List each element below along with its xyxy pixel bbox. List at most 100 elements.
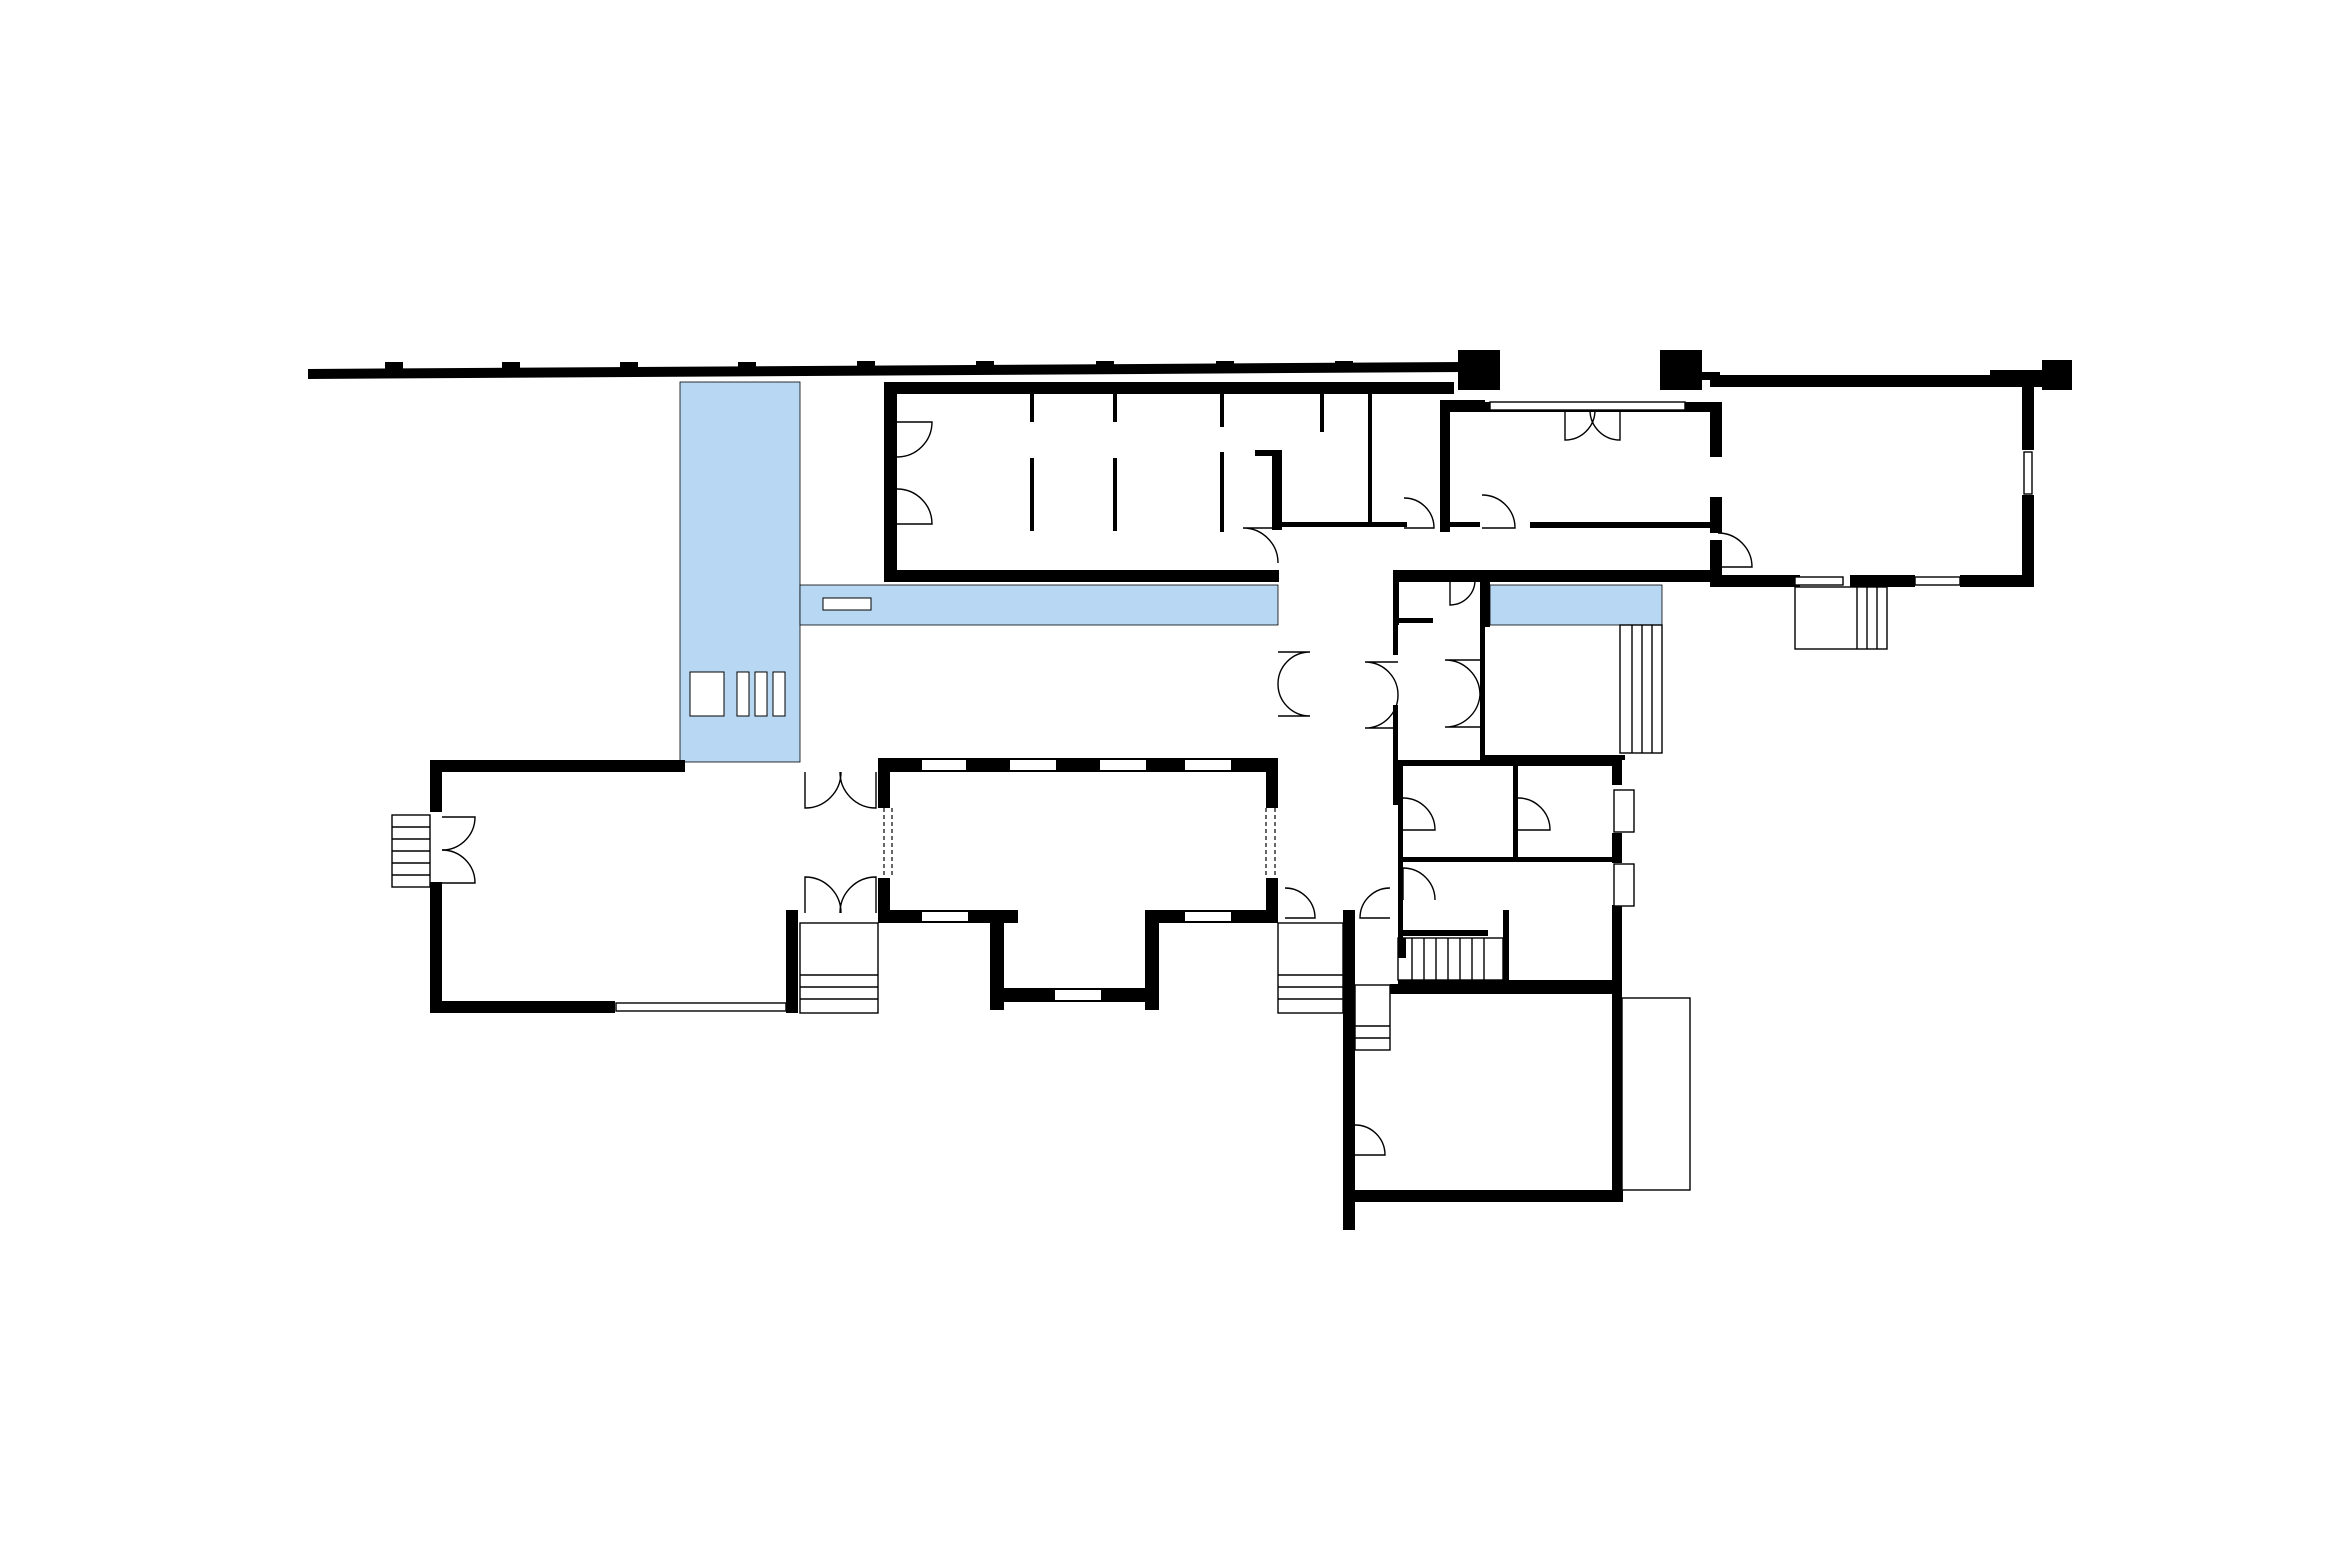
door-swing	[804, 771, 842, 809]
pier	[1458, 350, 1500, 390]
window	[2023, 451, 2033, 495]
far-east-south-wall	[1710, 575, 1800, 587]
partition	[1030, 394, 1034, 422]
window	[1490, 402, 1685, 410]
door-swing	[804, 876, 842, 914]
stairs	[391, 586, 1888, 1191]
internal-wall	[1440, 522, 1480, 527]
door-swing	[1564, 409, 1596, 441]
boundary-post	[502, 362, 520, 370]
windows	[615, 401, 2033, 1190]
boundary-post	[1096, 361, 1114, 369]
window	[616, 1003, 786, 1011]
east-boundary-wall	[1990, 370, 2045, 378]
ne-room-east-wall	[1710, 497, 1722, 533]
far-east-top-wall	[1710, 375, 2050, 387]
west-room-south-wall	[430, 1001, 615, 1013]
ne-room-west-wall	[1440, 402, 1450, 532]
internal-wall	[1470, 570, 1720, 582]
south-entrance-stairs	[799, 922, 879, 1014]
doors	[441, 409, 1753, 1156]
door-swing	[896, 421, 933, 458]
se-room-stairs	[1354, 984, 1391, 1051]
west-room-top-wall	[430, 760, 685, 772]
fixtures	[689, 597, 872, 717]
window	[1613, 789, 1635, 833]
far-east-south-wall	[1960, 575, 2034, 587]
door-swing	[1449, 579, 1476, 606]
door-swing	[441, 816, 476, 851]
pier	[1660, 350, 1702, 390]
door-swing	[441, 849, 476, 884]
east-courtyard-stairs	[1619, 624, 1663, 754]
window	[1914, 576, 1961, 586]
se-room-east-wall	[1612, 994, 1622, 1202]
west-room-west-wall	[430, 760, 442, 812]
partition	[1368, 394, 1372, 524]
boundary-post	[857, 361, 875, 369]
north-block-west-wall	[884, 382, 897, 580]
window	[2024, 452, 2032, 494]
boundary-post	[976, 361, 994, 369]
partition	[1113, 394, 1117, 422]
window	[1915, 577, 1960, 585]
east-rooms-wall	[1398, 760, 1620, 766]
narrow-fixture	[754, 671, 768, 717]
partition	[1220, 452, 1224, 532]
internal-wall	[1393, 625, 1398, 655]
se-room-west-wall	[1343, 1035, 1355, 1145]
window	[615, 1002, 787, 1012]
north-block-east-wall	[1272, 450, 1282, 530]
hall-west-wall	[878, 758, 890, 808]
door-swing	[1444, 659, 1481, 696]
internal-wall	[1480, 625, 1485, 755]
door-swing	[1717, 532, 1753, 568]
door-swing	[839, 771, 877, 809]
door-swing	[1481, 494, 1516, 529]
hall-top-wall	[878, 758, 1278, 772]
internal-wall	[1393, 705, 1398, 805]
door-swing	[839, 876, 877, 914]
door-swing	[1444, 694, 1481, 728]
door-swing	[1364, 661, 1399, 696]
far-east-east-wall	[2022, 495, 2034, 585]
door-swing	[1364, 694, 1399, 729]
east-rooms-wall	[1398, 860, 1403, 940]
east-corridor	[1489, 584, 1663, 626]
door-swing	[1517, 797, 1551, 831]
ne-room-east-wall	[1710, 402, 1722, 457]
internal-wall	[1488, 755, 1618, 760]
hall-bay-wall	[1145, 910, 1159, 1010]
far-east-entrance-stairs	[1794, 586, 1888, 650]
window	[1100, 760, 1146, 770]
east-rooms-wall	[1503, 910, 1509, 980]
west-entrance-stairs	[391, 814, 431, 888]
west-room-east-wall	[786, 910, 798, 1013]
partition	[1113, 458, 1117, 531]
inner-stairs	[1397, 937, 1504, 981]
window	[1614, 790, 1634, 832]
internal-wall	[1480, 582, 1490, 627]
se-room-south-wall	[1343, 1190, 1623, 1202]
boundary-post	[620, 362, 638, 370]
window	[922, 760, 966, 770]
walls	[308, 350, 2072, 1230]
far-east-east-wall	[2022, 375, 2034, 450]
se-room-platform	[1621, 997, 1691, 1191]
east-rooms-wall	[1612, 905, 1622, 990]
door-swing	[1402, 797, 1436, 831]
window	[922, 912, 968, 921]
east-rooms-wall	[1398, 930, 1488, 936]
window	[1614, 864, 1634, 906]
hall-east-wall	[1266, 758, 1278, 808]
north-corridor	[799, 584, 1279, 626]
partition	[1220, 394, 1224, 427]
door-swing	[1277, 683, 1311, 717]
door-swing	[1359, 887, 1391, 919]
internal-wall	[1393, 570, 1399, 625]
west-room-west-wall	[430, 882, 442, 1013]
central-south-stairs	[1277, 922, 1344, 1014]
window	[1795, 577, 1843, 585]
window	[1613, 863, 1635, 907]
